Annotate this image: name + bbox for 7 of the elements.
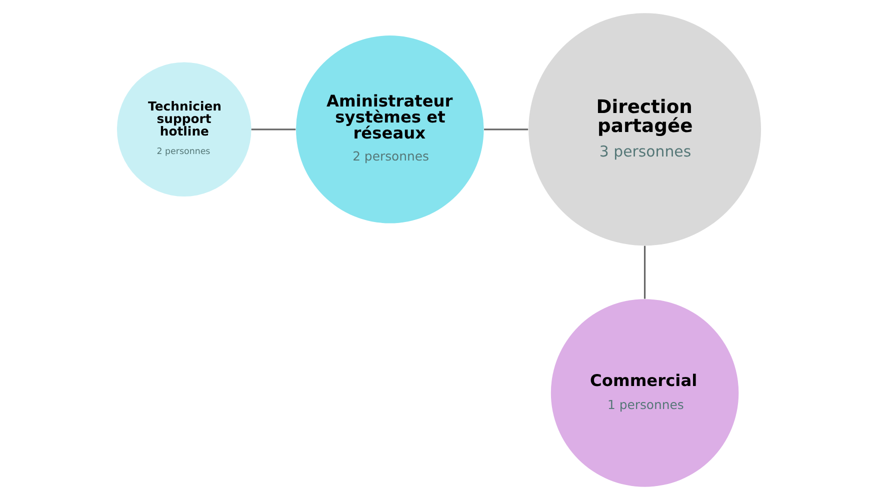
connector: [251, 128, 296, 130]
connector: [644, 246, 646, 299]
node-circle: Aministrateur systèmes et réseaux 2 personnes: [296, 36, 484, 224]
node-circle: Commercial 1 personnes: [550, 299, 739, 487]
node-circle: Technicien support hotline 2 personnes: [116, 62, 252, 197]
connector: [484, 128, 528, 130]
node-circle: Direction partagée 3 personnes: [528, 13, 762, 246]
